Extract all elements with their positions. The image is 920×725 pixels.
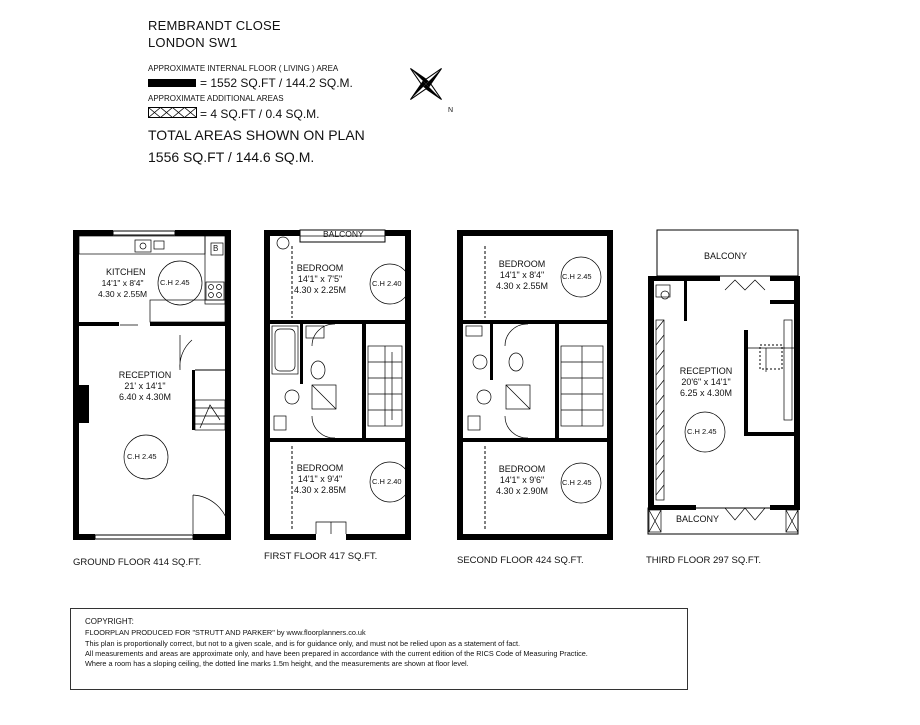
room-name: BEDROOM (498, 259, 546, 269)
copyright-heading: COPYRIGHT: (85, 617, 134, 626)
total-area-label: TOTAL AREAS SHOWN ON PLAN (148, 127, 365, 143)
copyright-box: COPYRIGHT: FLOORPLAN PRODUCED FOR "STRUT… (70, 608, 688, 690)
third-floor-plan (647, 229, 800, 535)
ceiling-height-label: C.H 2.45 (127, 452, 157, 461)
room-name: RECEPTION (118, 370, 172, 380)
room-metric: 4.30 x 2.90M (495, 486, 549, 496)
ceiling-height-label: C.H 2.45 (687, 427, 717, 436)
third-reception-label: RECEPTION 20'6" x 14'1" 6.25 x 4.30M (668, 366, 744, 399)
ceiling-height-label: C.H 2.45 (160, 278, 190, 287)
room-metric: 4.30 x 2.55M (98, 289, 148, 299)
room-imperial: 21' x 14'1" (124, 381, 166, 391)
first-floor-balcony-label: BALCONY (323, 229, 364, 239)
living-area-value: = 1552 SQ.FT / 144.2 SQ.M. (200, 76, 353, 90)
copyright-line-2: All measurements and areas are approxima… (85, 649, 588, 658)
ceiling-height-label: C.H 2.40 (372, 477, 402, 486)
first-bedroom-2-label: BEDROOM 14'1" x 9'4" 4.30 x 2.85M (280, 463, 360, 496)
ground-reception-label: RECEPTION 21' x 14'1" 6.40 x 4.30M (90, 370, 200, 403)
room-name: KITCHEN (106, 267, 146, 277)
copyright-producer: FLOORPLAN PRODUCED FOR "STRUTT AND PARKE… (85, 628, 366, 637)
ceiling-height-label: C.H 2.40 (372, 279, 402, 288)
total-area-value: 1556 SQ.FT / 144.6 SQ.M. (148, 149, 315, 165)
second-bedroom-1-label: BEDROOM 14'1" x 8'4" 4.30 x 2.55M (482, 259, 562, 292)
first-floor-plan (264, 229, 411, 540)
room-name: RECEPTION (679, 366, 733, 376)
ground-floor-caption: GROUND FLOOR 414 SQ.FT. (73, 557, 202, 568)
living-area-legend-swatch (148, 79, 196, 87)
first-floor-caption: FIRST FLOOR 417 SQ.FT. (264, 551, 378, 562)
third-floor-bottom-balcony-label: BALCONY (676, 514, 720, 524)
third-floor-top-balcony-label: BALCONY (704, 251, 748, 261)
second-bedroom-2-label: BEDROOM 14'1" x 9'6" 4.30 x 2.90M (482, 464, 562, 497)
address-line-2: LONDON SW1 (148, 35, 238, 50)
boiler-label: B (213, 244, 219, 253)
copyright-line-1: This plan is proportionally correct, but… (85, 639, 521, 648)
ceiling-height-label: C.H 2.45 (562, 272, 592, 281)
room-name: BEDROOM (296, 263, 344, 273)
additional-area-value: = 4 SQ.FT / 0.4 SQ.M. (200, 107, 320, 121)
room-imperial: 14'1" x 7'5" (297, 274, 343, 284)
compass-north-arrow-icon: N (410, 68, 453, 114)
first-bedroom-1-label: BEDROOM 14'1" x 7'5" 4.30 x 2.25M (280, 263, 360, 296)
ground-kitchen-label: KITCHEN (106, 267, 146, 278)
address-line-1: REMBRANDT CLOSE (148, 18, 281, 33)
third-floor-caption: THIRD FLOOR 297 SQ.FT. (646, 555, 762, 566)
room-metric: 6.25 x 4.30M (679, 388, 733, 398)
room-metric: 4.30 x 2.55M (495, 281, 549, 291)
ceiling-height-label: C.H 2.45 (562, 478, 592, 487)
ground-floor-plan (73, 230, 231, 540)
room-imperial: 20'6" x 14'1" (681, 377, 731, 387)
second-floor-plan (457, 230, 613, 540)
room-imperial: 14'1" x 9'4" (297, 474, 343, 484)
room-name: BEDROOM (296, 463, 344, 473)
room-imperial: 14'1" x 9'6" (499, 475, 545, 485)
living-area-label: APPROXIMATE INTERNAL FLOOR ( LIVING ) AR… (148, 64, 339, 73)
copyright-line-3: Where a room has a sloping ceiling, the … (85, 659, 469, 668)
ground-kitchen-dimensions: 14'1" x 8'4" 4.30 x 2.55M (98, 278, 147, 300)
compass-letter: N (448, 107, 453, 114)
room-metric: 4.30 x 2.85M (293, 485, 347, 495)
second-floor-caption: SECOND FLOOR 424 SQ.FT. (457, 555, 584, 566)
room-metric: 6.40 x 4.30M (118, 392, 172, 402)
room-imperial: 14'1" x 8'4" (499, 270, 545, 280)
additional-area-hatch-swatch (148, 107, 197, 119)
room-name: BEDROOM (498, 464, 546, 474)
room-metric: 4.30 x 2.25M (293, 285, 347, 295)
room-imperial: 14'1" x 8'4" (101, 278, 144, 288)
additional-area-label: APPROXIMATE ADDITIONAL AREAS (148, 94, 284, 103)
floor-plans-drawing (73, 229, 800, 540)
